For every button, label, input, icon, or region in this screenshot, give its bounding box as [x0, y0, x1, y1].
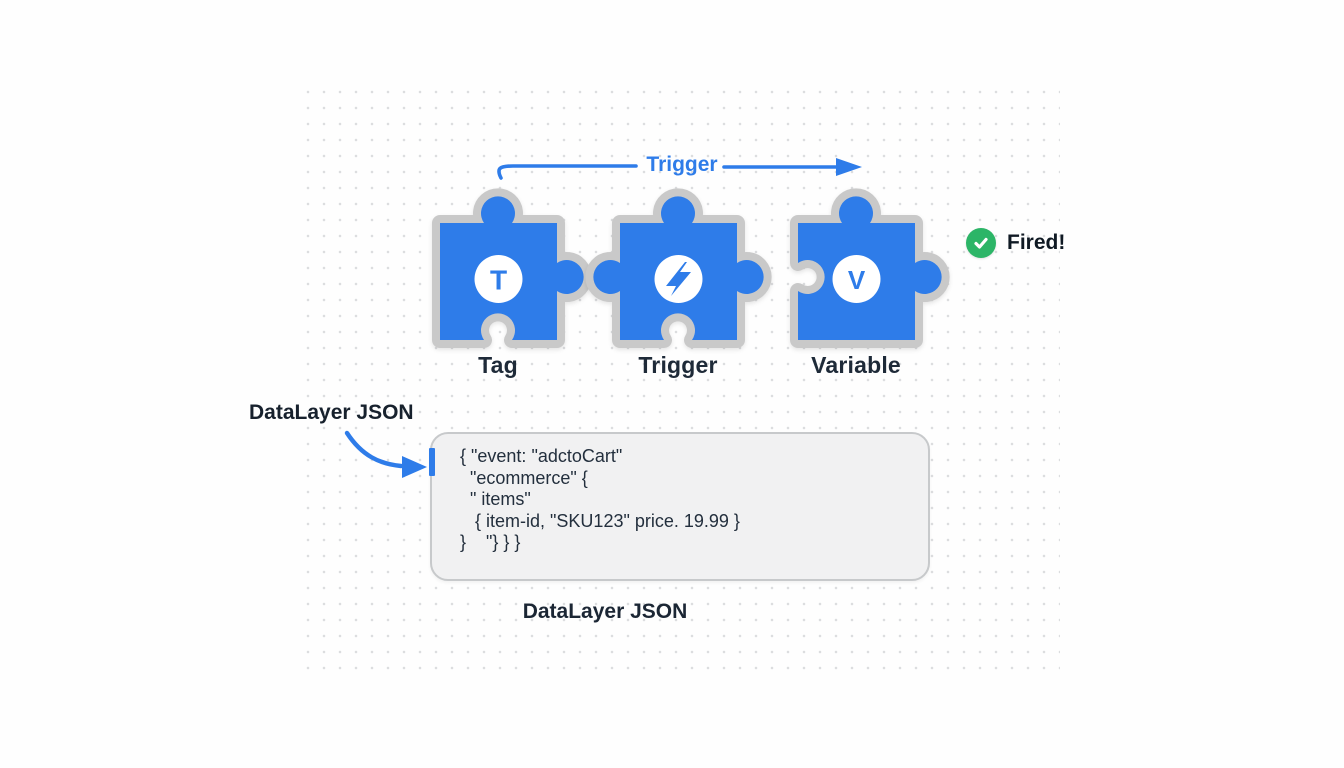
variable-label: Variable	[811, 352, 901, 378]
datalayer-json-label-top: DataLayer JSON	[249, 401, 414, 424]
arrowhead-icon	[402, 456, 427, 478]
datalayer-json-label-bottom: DataLayer JSON	[522, 600, 688, 623]
datalayer-code-box: { "event: "adctoCart" "ecommerce" { " it…	[429, 432, 930, 581]
puzzle-piece-trigger	[585, 188, 772, 348]
code-line: "ecommerce" {	[460, 467, 588, 488]
code-lines: { "event: "adctoCart" "ecommerce" { " it…	[432, 434, 928, 554]
check-icon	[966, 228, 996, 258]
puzzle-piece-tag: T	[432, 188, 592, 348]
letter-t-icon: T	[490, 265, 507, 296]
trigger-flow-arrow	[497, 158, 862, 180]
fired-badge-label: Fired!	[1007, 231, 1066, 254]
letter-v-icon: V	[848, 265, 866, 295]
code-line: { "event: "adctoCart"	[460, 446, 623, 466]
code-line: " items"	[460, 489, 531, 509]
datalayer-pointer-arrow	[344, 430, 427, 478]
code-line: { item-id, "SKU123" price. 19.99 }	[460, 510, 740, 531]
lightning-bolt-icon	[666, 262, 691, 296]
code-line: } "} } }	[460, 532, 521, 552]
code-accent-bar	[429, 448, 435, 476]
trigger-flow-label: Trigger	[646, 153, 718, 176]
tag-label: Tag	[478, 352, 518, 378]
puzzle-piece-variable: V	[790, 188, 950, 348]
arrowhead-icon	[836, 158, 862, 176]
fired-badge: Fired!	[966, 228, 1065, 258]
trigger-label: Trigger	[638, 352, 718, 378]
